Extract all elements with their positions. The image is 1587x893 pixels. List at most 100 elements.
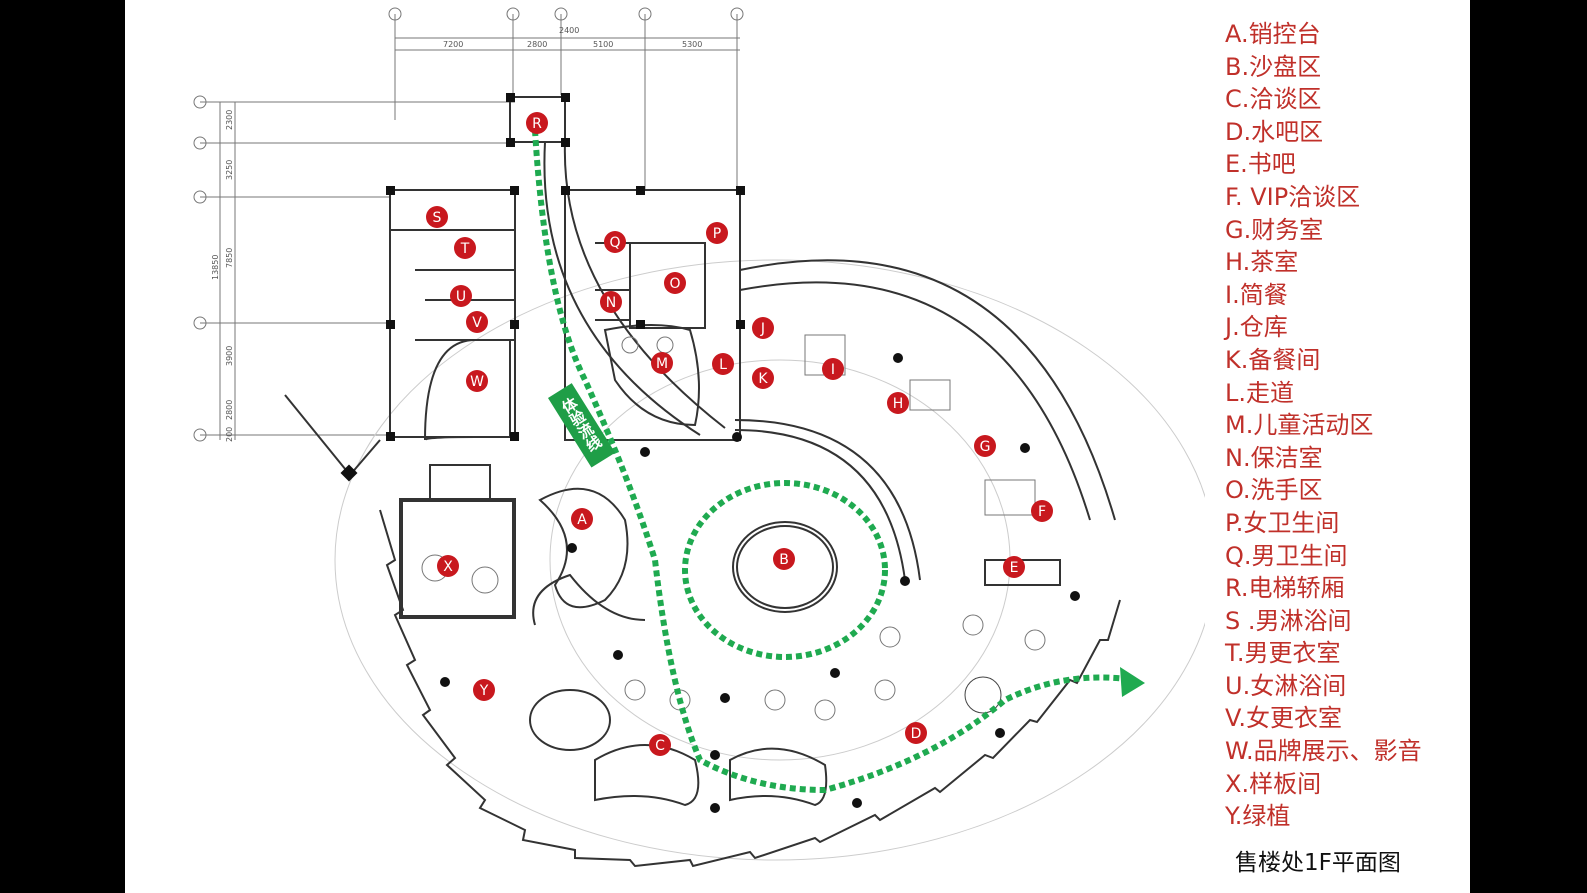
- room-marker-label: W: [470, 374, 484, 390]
- room-marker-circle: [706, 222, 728, 244]
- dim-top-4: 5100: [593, 40, 613, 49]
- room-marker-label: Y: [479, 683, 489, 699]
- legend-item: X.样板间: [1225, 769, 1322, 798]
- room-marker-label: C: [655, 738, 665, 754]
- dim-left-6: 2800: [225, 400, 234, 420]
- dim-left-2: 3250: [225, 160, 234, 180]
- legend-item: U.女淋浴间: [1225, 671, 1347, 700]
- legend-item: E.书吧: [1225, 150, 1296, 179]
- dim-top-2: 2800: [527, 40, 547, 49]
- room-marker-label: N: [606, 295, 616, 311]
- legend-item: N.保洁室: [1225, 443, 1323, 472]
- dim-left-1: 2300: [225, 110, 234, 130]
- legend-item: Y.绿植: [1225, 802, 1291, 831]
- legend-item: C.洽谈区: [1225, 85, 1322, 114]
- legend-item: J.仓库: [1225, 313, 1288, 342]
- legend-item: R.电梯轿厢: [1225, 574, 1345, 603]
- room-marker-label: M: [656, 356, 668, 372]
- room-marker-circle: [1031, 500, 1053, 522]
- legend-item: S .男淋浴间: [1225, 606, 1352, 635]
- room-marker-label: G: [980, 439, 991, 455]
- room-marker-label: I: [831, 362, 835, 378]
- legend-item: O.洗手区: [1225, 476, 1323, 505]
- dimension-lines-left: [193, 95, 515, 442]
- room-marker-label: A: [577, 512, 587, 528]
- room-marker-circle: [974, 435, 996, 457]
- dimension-text-left: 2300 3250 13850 7850 3900 2800 200: [211, 110, 234, 442]
- dim-top-5: 5300: [682, 40, 702, 49]
- legend-item: A.销控台: [1225, 20, 1321, 48]
- legend-item: I.简餐: [1225, 280, 1288, 309]
- dim-left-3: 13850: [211, 255, 220, 280]
- room-marker-label: U: [456, 289, 466, 305]
- room-marker-circle: [773, 548, 795, 570]
- plan-title: 售楼处1F平面图: [1235, 850, 1401, 876]
- legend-item: W.品牌展示、影音: [1225, 737, 1422, 766]
- building-walls: [284, 96, 1121, 868]
- room-marker-circle: [712, 353, 734, 375]
- room-marker-circle: [752, 317, 774, 339]
- room-marker-circle: [571, 508, 593, 530]
- dim-left-4: 7850: [225, 248, 234, 268]
- dim-top-3: 2400: [559, 26, 579, 35]
- room-marker-label: O: [669, 276, 680, 292]
- room-marker-circle: [450, 285, 472, 307]
- room-markers: R S T UV W Q P O N M L J K I H G F E A B X Y C D: [426, 112, 1053, 756]
- legend-item: T.男更衣室: [1225, 639, 1341, 668]
- legend-item: M.儿童活动区: [1225, 411, 1374, 440]
- room-marker-label: B: [779, 552, 789, 568]
- room-marker-label: Q: [609, 235, 620, 251]
- legend-item: L.走道: [1225, 378, 1294, 407]
- room-marker-label: J: [760, 321, 765, 337]
- route-arrowhead: [1120, 667, 1145, 697]
- room-marker-circle: [526, 112, 548, 134]
- dimension-text-top: 7200 2800 2400 5100 5300: [443, 26, 702, 49]
- legend-item: F. VIP洽谈区: [1225, 182, 1361, 211]
- room-marker-circle: [1003, 556, 1025, 578]
- legend-item: V.女更衣室: [1225, 704, 1342, 733]
- legend-item: G.财务室: [1225, 215, 1324, 244]
- room-marker-label: X: [443, 559, 453, 575]
- room-marker-label: K: [758, 371, 768, 387]
- room-marker-label: H: [893, 396, 904, 412]
- room-marker-circle: [664, 272, 686, 294]
- room-marker-circle: [473, 679, 495, 701]
- room-marker-label: S: [433, 210, 442, 226]
- room-marker-label: E: [1010, 560, 1019, 576]
- dim-top-1: 7200: [443, 40, 463, 49]
- room-marker-label: T: [460, 241, 470, 257]
- room-marker-label: L: [719, 357, 727, 373]
- room-marker-circle: [905, 722, 927, 744]
- experience-route: [532, 129, 1136, 794]
- dimension-lines-top: [388, 7, 744, 190]
- room-marker-circle: [437, 555, 459, 577]
- room-marker-label: D: [911, 726, 922, 742]
- columns: [340, 93, 1080, 813]
- room-marker-circle: [600, 291, 622, 313]
- legend-item: D.水吧区: [1225, 117, 1324, 146]
- slide: 7200 2800 2400 5100 5300 2300 3250 13850…: [125, 0, 1470, 893]
- room-marker-circle: [752, 367, 774, 389]
- room-marker-circle: [887, 392, 909, 414]
- legend-item: P.女卫生间: [1225, 508, 1340, 537]
- room-marker-circle: [466, 370, 488, 392]
- legend-item: H.茶室: [1225, 248, 1299, 277]
- dim-left-5: 3900: [225, 346, 234, 366]
- room-marker-circle: [651, 352, 673, 374]
- room-marker-circle: [466, 311, 488, 333]
- room-marker-label: F: [1038, 504, 1046, 520]
- room-marker-label: V: [472, 315, 482, 331]
- floor-plan: 7200 2800 2400 5100 5300 2300 3250 13850…: [193, 7, 1205, 868]
- construction-circle: [334, 259, 1205, 861]
- legend-item: K.备餐间: [1225, 345, 1321, 374]
- room-marker-label: P: [713, 226, 721, 242]
- room-marker-circle: [604, 231, 626, 253]
- dim-left-7: 200: [225, 427, 234, 442]
- room-marker-circle: [649, 734, 671, 756]
- room-marker-circle: [822, 358, 844, 380]
- legend-item: Q.男卫生间: [1225, 541, 1348, 570]
- room-marker-label: R: [532, 116, 542, 132]
- room-marker-circle: [426, 206, 448, 228]
- room-marker-circle: [454, 237, 476, 259]
